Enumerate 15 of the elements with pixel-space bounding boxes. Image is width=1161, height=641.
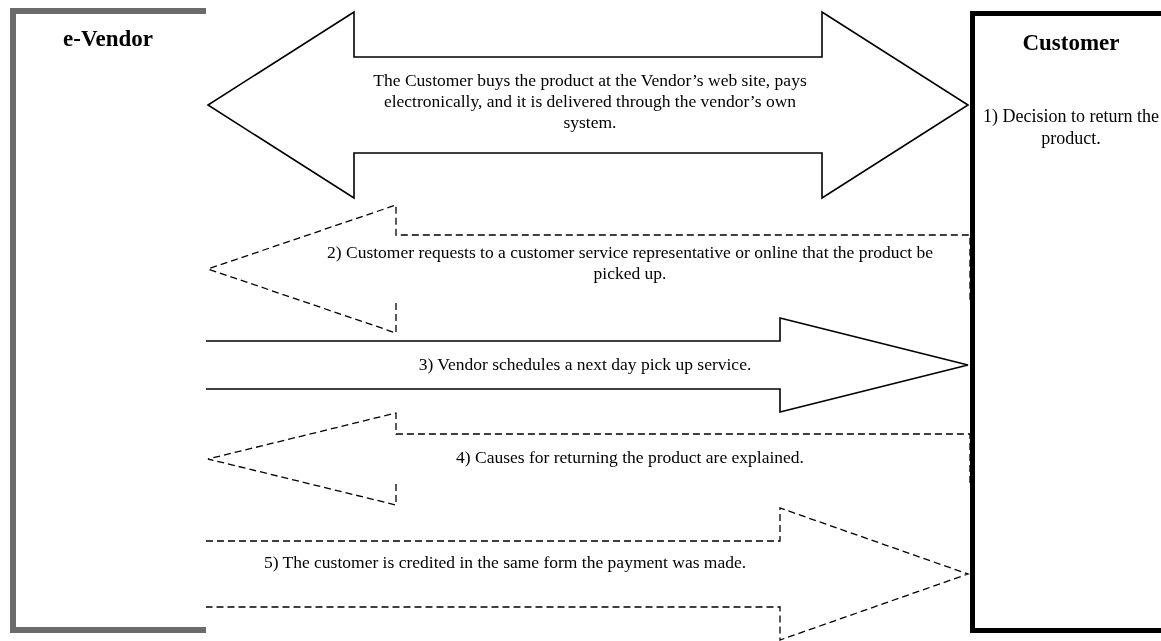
party-box [10, 8, 206, 633]
edge-label: 4) Causes for returning the product are explained. [455, 447, 805, 468]
party-title: e-Vendor [62, 26, 154, 52]
block-arrow [205, 316, 969, 414]
party-title: Customer [1021, 30, 1121, 56]
block-arrow [206, 10, 970, 200]
block-arrow [205, 507, 970, 641]
edge-label: 3) Vendor schedules a next day pick up service. [417, 354, 753, 375]
edge-label: 2) Customer requests to a customer service representative or online that the product be picked up. [326, 242, 934, 284]
edge-label: The Customer buys the product at the Vendor’s web site, pays electronically, and it is delivered through the vendor’s own system. [372, 70, 808, 133]
block-arrow [207, 412, 971, 506]
block-arrow [206, 204, 971, 334]
step-text: 1) Decision to return the product. [983, 106, 1159, 150]
party-box [970, 11, 1161, 633]
edge-label: 5) The customer is credited in the same form the payment was made. [262, 552, 748, 573]
